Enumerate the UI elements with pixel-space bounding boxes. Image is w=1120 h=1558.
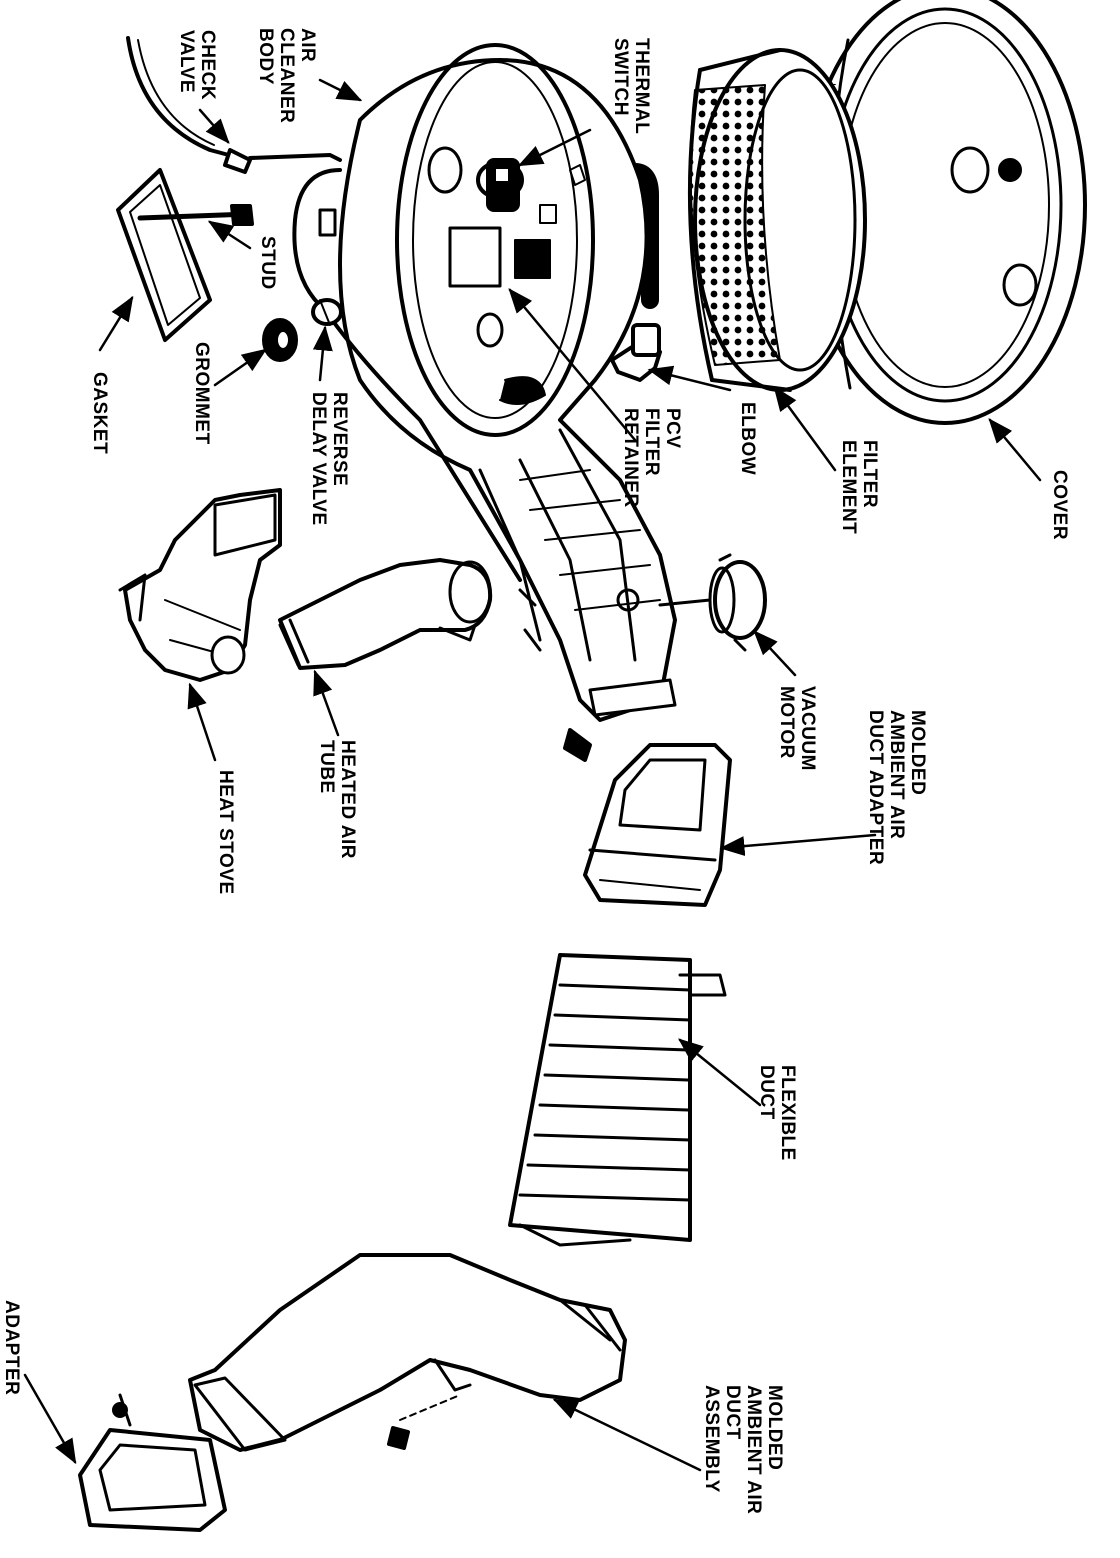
molded-ambient-air-duct-assembly-part bbox=[188, 1253, 627, 1452]
label-check-valve: CHECK VALVE bbox=[176, 30, 218, 101]
label-filter-element: FILTER ELEMENT bbox=[838, 440, 880, 535]
adapter-part bbox=[78, 1393, 227, 1532]
vacuum-hoses bbox=[126, 36, 522, 582]
label-flexible-duct: FLEXIBLE DUCT bbox=[756, 1065, 798, 1161]
heated-air-tube-part bbox=[278, 558, 493, 670]
heat-stove-part bbox=[118, 488, 282, 682]
flexible-duct-part bbox=[508, 953, 727, 1247]
label-molded-ambient-air-duct-adapter: MOLDED AMBIENT AIR DUCT ADAPTER bbox=[865, 710, 928, 866]
molded-ambient-air-duct-adapter-part bbox=[583, 743, 732, 907]
stud-part bbox=[137, 204, 254, 226]
label-air-cleaner-body: AIR CLEANER BODY bbox=[255, 28, 318, 124]
filter-element-part bbox=[687, 48, 867, 392]
label-thermal-switch: THERMAL SWITCH bbox=[610, 38, 652, 135]
label-adapter: ADAPTER bbox=[1, 1300, 22, 1396]
screw-part bbox=[563, 728, 592, 762]
gasket-part bbox=[116, 168, 212, 342]
label-pcv-filter-retainer: PCV FILTER RETAINER bbox=[620, 408, 683, 508]
label-heated-air-tube: HEATED AIR TUBE bbox=[316, 740, 358, 859]
thermal-switch-part bbox=[476, 158, 524, 212]
label-reverse-delay-valve: REVERSE DELAY VALVE bbox=[308, 392, 350, 526]
label-molded-ambient-air-duct-assembly: MOLDED AMBIENT AIR DUCT ASSEMBLY bbox=[701, 1385, 785, 1515]
vacuum-motor-part bbox=[658, 553, 767, 652]
label-stud: STUD bbox=[257, 236, 278, 290]
label-grommet: GROMMET bbox=[191, 342, 212, 445]
leader-lines bbox=[23, 78, 1042, 1472]
label-heat-stove: HEAT STOVE bbox=[215, 770, 236, 895]
air-cleaner-body-part bbox=[318, 43, 677, 722]
label-gasket: GASKET bbox=[89, 372, 110, 455]
label-elbow: ELBOW bbox=[737, 402, 758, 476]
label-cover: COVER bbox=[1049, 470, 1070, 541]
grommet-part bbox=[262, 318, 298, 362]
label-vacuum-motor: VACUUM MOTOR bbox=[776, 686, 818, 771]
